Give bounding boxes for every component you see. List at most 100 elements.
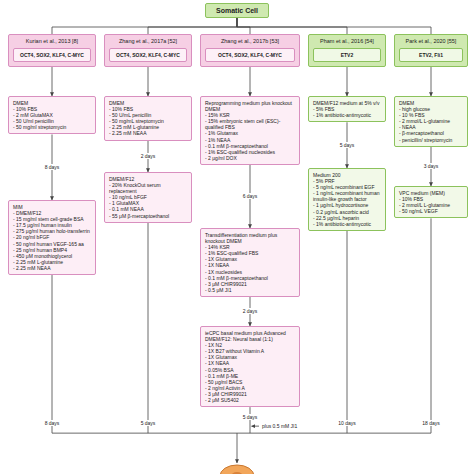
duration-label: 3 days xyxy=(423,163,440,169)
medium-component: - 50 mg/ml streptomycin xyxy=(13,124,91,130)
medium-component: - 2 mM GlutaMAX xyxy=(13,112,91,118)
factor-list: ETV2 xyxy=(316,52,378,58)
medium-component: - 50 U/ml penicillin xyxy=(13,118,91,124)
medium-component: - 10 ng/mL bFGF xyxy=(109,194,187,200)
medium-component: - 3 μM CHIR99021 xyxy=(205,391,295,397)
source-cell-box: Somatic Cell xyxy=(205,3,269,18)
medium-component: - 0.5 μM JI1 xyxy=(205,287,295,293)
medium-component: - 2.25 mM L-glutamine xyxy=(13,259,91,265)
medium-name: DMEM xyxy=(13,100,91,106)
medium-box: DMEM- 10% FBS- 50 U/mL penicillin- 50 mg… xyxy=(104,96,192,141)
medium-box: DMEM/F12- 20% KnockOut serum replacement… xyxy=(104,172,192,223)
medium-component: - 50 μg/ml BACS xyxy=(205,379,295,385)
medium-component: - 1 GlutaMAX xyxy=(109,200,187,206)
connector-arrow xyxy=(237,18,347,34)
medium-component: - 1% Glutamax xyxy=(205,130,295,136)
duration-label: 5 days xyxy=(242,414,259,420)
factor-list: OCT4, SOX2, KLF4, C-MYC xyxy=(16,52,88,58)
medium-name: MIM xyxy=(13,204,91,210)
connector-arrow xyxy=(148,67,149,96)
factor-list: OCT4, SOX2, KLF4, C-MYC xyxy=(208,52,292,58)
medium-component: - 2 μg/ml DOX xyxy=(205,155,295,161)
medium-name: ieCPC basal medium plus Advanced DMEM/F1… xyxy=(205,330,295,342)
connector-arrow xyxy=(148,18,237,34)
connector-arrow xyxy=(431,67,432,96)
medium-component: - 1X Glutamax xyxy=(205,256,295,262)
medium-box: ieCPC basal medium plus Advanced DMEM/F1… xyxy=(200,326,300,407)
medium-name: Medium 200 xyxy=(313,172,381,178)
medium-component: - 1X B27 without Vitamin A xyxy=(205,348,295,354)
medium-component: - 1X N2 xyxy=(205,342,295,348)
medium-component: - 1% NEAA xyxy=(205,137,295,143)
endothelial-cell xyxy=(220,465,254,474)
medium-component: - 2 mmol/L L-glutamine xyxy=(399,118,463,124)
connector-arrow xyxy=(237,18,431,34)
medium-component: - 1 μg/mL hydrocortisone xyxy=(313,202,381,208)
medium-component: - NEAA xyxy=(399,124,463,130)
study-box: Zhang et al., 2017a [52]OCT4, SOX2, KLF4… xyxy=(104,34,192,67)
medium-component: - 10% FBS xyxy=(109,106,187,112)
medium-name: DMEM xyxy=(109,100,187,106)
edge-group xyxy=(52,18,431,326)
duration-label: 2 days xyxy=(140,153,157,159)
medium-component: - 50 ng/ml human VEGF-165 aa xyxy=(13,241,91,247)
medium-component: - 0.1 mM β-mercaptoethanol xyxy=(205,275,295,281)
converging-line xyxy=(431,218,432,433)
study-citation: Pham et al., 2016 [54] xyxy=(313,38,381,45)
medium-box: DMEM/F12 medium at 5% v/v- 5% FBS- 1% an… xyxy=(308,96,386,122)
duration-label: 8 days xyxy=(44,420,61,426)
factor-box: ETV2, Fli1 xyxy=(399,48,463,62)
study-box: Kurian et al., 2013 [8] OCT4, SOX2, KLF4,… xyxy=(8,34,96,67)
duration-label: 6 days xyxy=(242,193,259,199)
study-box: Pham et al., 2016 [54] ETV2 xyxy=(308,34,386,67)
medium-component: - 0.1 mM NEAA xyxy=(109,206,187,212)
factor-list: ETV2, Fli1 xyxy=(402,52,460,58)
medium-box: Transdifferentiation medium plus knockou… xyxy=(200,228,300,297)
medium-component: - 10 % FBS xyxy=(399,112,463,118)
medium-name: Transdifferentiation medium plus knockou… xyxy=(205,232,295,244)
duration-label: 5 days xyxy=(339,142,356,148)
medium-component: - 2.25 mM NEAA xyxy=(13,265,91,271)
factor-box: OCT4, SOX2, KLF4, C-MYC xyxy=(109,48,187,62)
study-citation: Zhang et al., 2017b [53] xyxy=(205,38,295,45)
medium-component: - 1X NEAA xyxy=(205,360,295,366)
connector-arrow xyxy=(347,67,348,96)
cell-label: Somatic Cell xyxy=(216,7,258,14)
medium-component: - 1X Glutamax xyxy=(205,354,295,360)
medium-component: - 3 μM CHIR99021 xyxy=(205,281,295,287)
medium-component: - 2 mmol/L L-glutamine xyxy=(399,202,463,208)
final-arrow xyxy=(237,433,238,463)
factor-box: OCT4, SOX2, KLF4, C-MYC xyxy=(13,48,91,62)
converging-line xyxy=(148,223,149,433)
layout-lines xyxy=(52,218,431,463)
study-citation: Kurian et al., 2013 [8] xyxy=(13,38,91,45)
medium-name: VPC medium (MEM) xyxy=(399,190,463,196)
study-citation: Park et al., 2020 [55] xyxy=(399,38,463,45)
medium-component: - 2.25 mM NEAA xyxy=(109,130,187,136)
medium-component: - 1% ESC-qualified nucleosides xyxy=(205,149,295,155)
converging-line xyxy=(52,275,53,433)
medium-component: - 1X nucleosides xyxy=(205,269,295,275)
medium-component: - 450 μM monothioglycerol xyxy=(13,253,91,259)
medium-component: - 0.2 μg/mL ascorbic acid xyxy=(313,209,381,215)
medium-component: - 1X NEAA xyxy=(205,262,295,268)
medium-component: - 10% FBS xyxy=(399,196,463,202)
factor-list: OCT4, SOX2, KLF4, C-MYC xyxy=(112,52,184,58)
connector-arrow xyxy=(250,67,251,96)
converging-line xyxy=(347,231,348,433)
converging-line xyxy=(250,407,251,433)
medium-component: - 20 ng/ml bFGF xyxy=(13,234,91,240)
medium-component: - 1 ng/mL recombinant human insulin-like… xyxy=(313,190,381,202)
duration-label: 5 days xyxy=(140,420,157,426)
merge-bar xyxy=(52,433,431,434)
medium-component: - 0.1 mM β-ME xyxy=(205,373,295,379)
duration-label: 2 days xyxy=(242,308,259,314)
connector-arrow xyxy=(52,67,53,96)
medium-component: - high glucose xyxy=(399,106,463,112)
medium-box: Reprogramming medium plus knockout DMEM-… xyxy=(200,96,300,165)
medium-name: DMEM xyxy=(399,100,463,106)
duration-label: 8 days xyxy=(44,164,61,170)
addition-note: plus 0.5 mM JI1 xyxy=(261,423,298,429)
medium-component: - 2 μM SU5402 xyxy=(205,397,295,403)
medium-component: - 15% embryonic stem cell (ESC)- qualifi… xyxy=(205,118,295,130)
